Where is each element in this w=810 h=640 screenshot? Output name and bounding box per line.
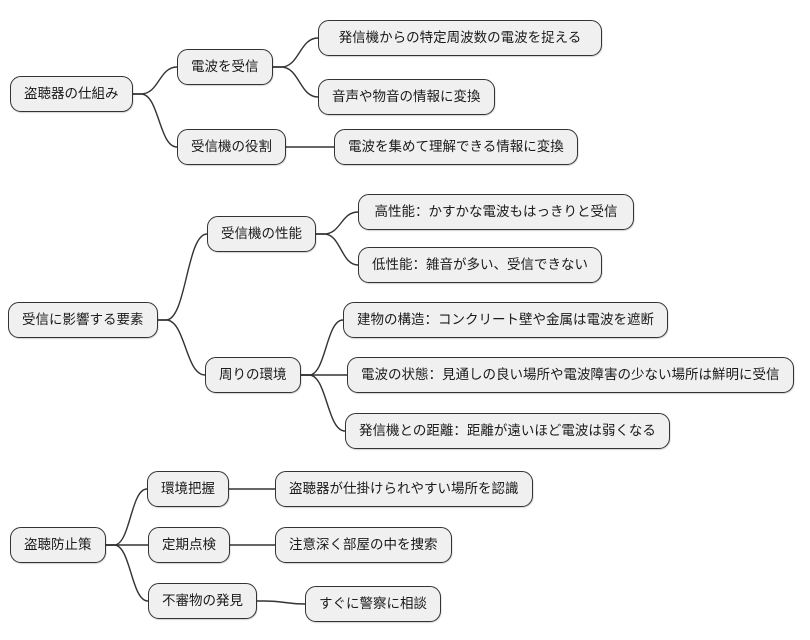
- node-recognize-likely-spots: 盗聴器が仕掛けられやすい場所を認識: [275, 471, 533, 507]
- node-receiver-role: 受信機の役割: [177, 129, 286, 165]
- edge-m1-m1b: [133, 93, 178, 148]
- node-search-room-carefully: 注意深く部屋の中を捜索: [275, 527, 452, 563]
- edge-m3c-m3c1: [257, 600, 306, 605]
- node-wiretap-mechanism: 盗聴器の仕組み: [10, 76, 133, 112]
- node-surrounding-environment: 周りの環境: [205, 357, 301, 393]
- node-reception-factors: 受信に影響する要素: [8, 302, 158, 338]
- node-building-structure: 建物の構造：コンクリート壁や金属は電波を遮断: [343, 302, 668, 338]
- node-catch-specific-frequency: 発信機からの特定周波数の電波を捉える: [318, 20, 602, 56]
- edge-m1a-m1a1: [273, 37, 319, 68]
- node-suspicious-object-found: 不審物の発見: [148, 583, 257, 619]
- node-collect-and-convert: 電波を集めて理解できる情報に変換: [334, 129, 578, 165]
- node-environment-awareness: 環境把握: [147, 471, 229, 507]
- node-receive-radio-waves: 電波を受信: [177, 49, 273, 85]
- node-distance-from-transmitter: 発信機との距離：距離が遠いほど電波は弱くなる: [345, 413, 670, 449]
- edge-m3-m3a: [106, 488, 148, 546]
- node-high-performance: 高性能：かすかな電波もはっきりと受信: [358, 194, 634, 230]
- node-wiretap-prevention: 盗聴防止策: [10, 527, 106, 563]
- node-radio-wave-condition: 電波の状態：見通しの良い場所や電波障害の少ない場所は鮮明に受信: [347, 357, 794, 393]
- edge-m1a-m1a2: [273, 66, 319, 98]
- node-periodic-inspection: 定期点検: [148, 527, 230, 563]
- node-low-performance: 低性能：雑音が多い、受信できない: [358, 247, 602, 283]
- node-consult-police: すぐに警察に相談: [305, 586, 441, 622]
- edge-m2-m2a: [158, 233, 208, 321]
- edge-m2a-m2a1: [316, 211, 359, 235]
- edge-m2-m2b: [158, 319, 206, 376]
- edge-m2a-m2a2: [316, 233, 359, 266]
- edge-m3-m3c: [106, 544, 149, 602]
- edge-m2b-m2b3: [301, 374, 346, 432]
- node-receiver-performance: 受信機の性能: [207, 216, 316, 252]
- edge-m1-m1a: [133, 66, 178, 95]
- edge-m2b-m2b1: [301, 319, 344, 376]
- node-convert-to-audio-info: 音声や物音の情報に変換: [318, 79, 495, 115]
